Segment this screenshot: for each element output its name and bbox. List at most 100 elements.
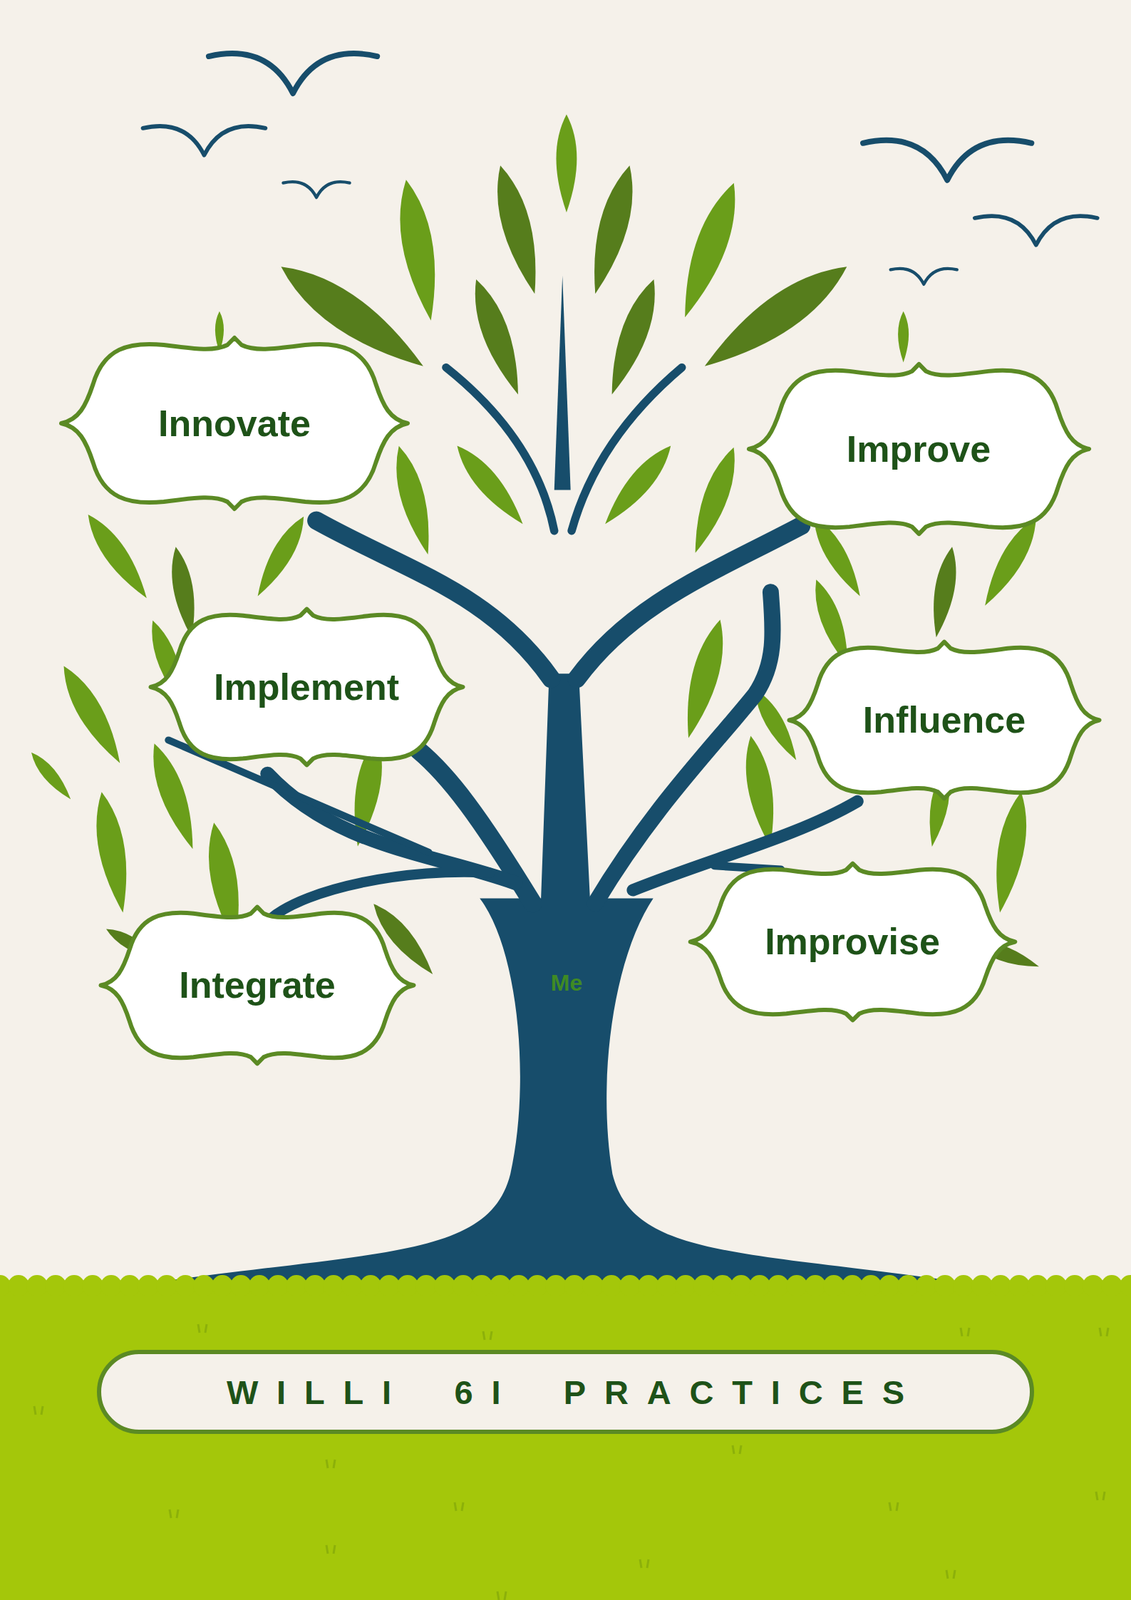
practice-label: Implement bbox=[213, 665, 400, 709]
grass-edge bbox=[359, 1274, 382, 1297]
grass-edge bbox=[267, 1274, 289, 1297]
grass-edge bbox=[322, 1274, 345, 1297]
grass-edge bbox=[786, 1274, 808, 1297]
grass-edge bbox=[841, 1274, 864, 1297]
practice-frame: Improvise bbox=[687, 860, 1019, 1024]
grass-edge bbox=[971, 1274, 993, 1297]
grass-tuft bbox=[889, 1502, 898, 1511]
grass-tuft bbox=[326, 1545, 335, 1554]
grass-edge bbox=[434, 1274, 456, 1297]
trunk-label: Me bbox=[550, 969, 583, 997]
leaf bbox=[79, 508, 156, 605]
grass-edge bbox=[44, 1274, 67, 1297]
frame-path bbox=[788, 641, 1099, 799]
grass-edge bbox=[100, 1274, 122, 1297]
grass-edge bbox=[7, 1274, 30, 1297]
grass-edge bbox=[860, 1274, 882, 1297]
grass-edge bbox=[137, 1274, 159, 1297]
grass-edge bbox=[897, 1274, 919, 1297]
grass-edge bbox=[749, 1274, 771, 1297]
frame-path bbox=[748, 364, 1089, 534]
practice-label: Improve bbox=[846, 427, 991, 471]
bird bbox=[863, 140, 1032, 181]
grass-edge bbox=[452, 1274, 474, 1297]
grass-edge bbox=[211, 1274, 234, 1297]
grass-edge bbox=[582, 1274, 604, 1297]
grass-tuft bbox=[169, 1509, 179, 1518]
grass-edge bbox=[563, 1274, 586, 1297]
grass-edge bbox=[989, 1274, 1012, 1297]
grass-edge bbox=[1101, 1274, 1123, 1297]
grass-edge bbox=[396, 1274, 419, 1297]
grass-edge bbox=[415, 1274, 437, 1297]
practice-frame: Innovate bbox=[57, 334, 412, 513]
leaf bbox=[26, 748, 76, 804]
grass-edge bbox=[285, 1274, 308, 1297]
grass-edge bbox=[248, 1274, 271, 1297]
grass-edge bbox=[730, 1274, 752, 1297]
leaf bbox=[463, 275, 531, 400]
grass-edge bbox=[674, 1274, 697, 1297]
grass-tuft bbox=[454, 1502, 464, 1511]
practice-frame: Influence bbox=[786, 638, 1103, 802]
bird bbox=[890, 268, 958, 285]
grass-edge bbox=[952, 1274, 975, 1297]
grass-edge bbox=[693, 1274, 715, 1297]
grass-tuft bbox=[1096, 1491, 1105, 1501]
grass-edge bbox=[81, 1274, 104, 1297]
grass-edge bbox=[878, 1274, 901, 1297]
practice-label: Influence bbox=[863, 698, 1026, 742]
grass-edge bbox=[230, 1274, 252, 1297]
leaf bbox=[581, 161, 643, 298]
frame-path bbox=[689, 863, 1015, 1020]
grass-edge bbox=[600, 1274, 623, 1297]
tree-spike bbox=[554, 275, 571, 491]
grass-edge bbox=[1008, 1274, 1030, 1297]
grass-edge bbox=[1064, 1274, 1086, 1297]
grass-edge bbox=[156, 1274, 178, 1297]
grass-edge bbox=[508, 1274, 530, 1297]
grass-edge bbox=[804, 1274, 826, 1297]
grass-edge bbox=[63, 1274, 85, 1297]
leaf bbox=[387, 442, 440, 558]
grass-edge bbox=[471, 1274, 493, 1297]
grass-tuft bbox=[497, 1591, 506, 1600]
grass-edge bbox=[619, 1274, 641, 1297]
practice-frame: Implement bbox=[147, 605, 467, 769]
leaf bbox=[249, 511, 313, 601]
grass-edge bbox=[915, 1274, 938, 1297]
tree-branch bbox=[270, 872, 491, 920]
leaf bbox=[89, 789, 136, 916]
grass-tuft bbox=[639, 1559, 649, 1568]
leaf bbox=[143, 739, 204, 854]
title-banner: WILLI 6I PRACTICES bbox=[96, 1349, 1035, 1434]
grass-edge bbox=[174, 1274, 196, 1297]
frame-path bbox=[100, 906, 414, 1064]
leaf bbox=[987, 789, 1034, 916]
leaf bbox=[739, 734, 782, 849]
grass-edge bbox=[823, 1274, 845, 1297]
title: WILLI 6I PRACTICES bbox=[226, 1372, 923, 1412]
grass-edge bbox=[767, 1274, 789, 1297]
practice-frame: Integrate bbox=[97, 903, 417, 1067]
leaf bbox=[448, 439, 531, 531]
frame-path bbox=[61, 337, 408, 509]
grass-edge bbox=[489, 1274, 511, 1297]
leaf bbox=[486, 161, 549, 298]
leaf bbox=[555, 114, 577, 213]
practice-label: Integrate bbox=[178, 963, 336, 1007]
grass-edge bbox=[193, 1274, 215, 1297]
grass-tuft bbox=[326, 1459, 335, 1469]
grass-tuft bbox=[198, 1324, 207, 1333]
practice-label: Improvise bbox=[764, 920, 941, 963]
tree-branch bbox=[267, 773, 516, 883]
leaf bbox=[600, 275, 667, 400]
grass-edge bbox=[1082, 1274, 1104, 1297]
grass-edge bbox=[304, 1274, 326, 1297]
grass-edge bbox=[26, 1274, 48, 1297]
bird bbox=[208, 53, 377, 94]
grass-edge bbox=[526, 1274, 549, 1297]
tree-branch bbox=[446, 367, 555, 531]
grass-edge bbox=[656, 1274, 678, 1297]
grass-edge bbox=[1119, 1274, 1131, 1297]
